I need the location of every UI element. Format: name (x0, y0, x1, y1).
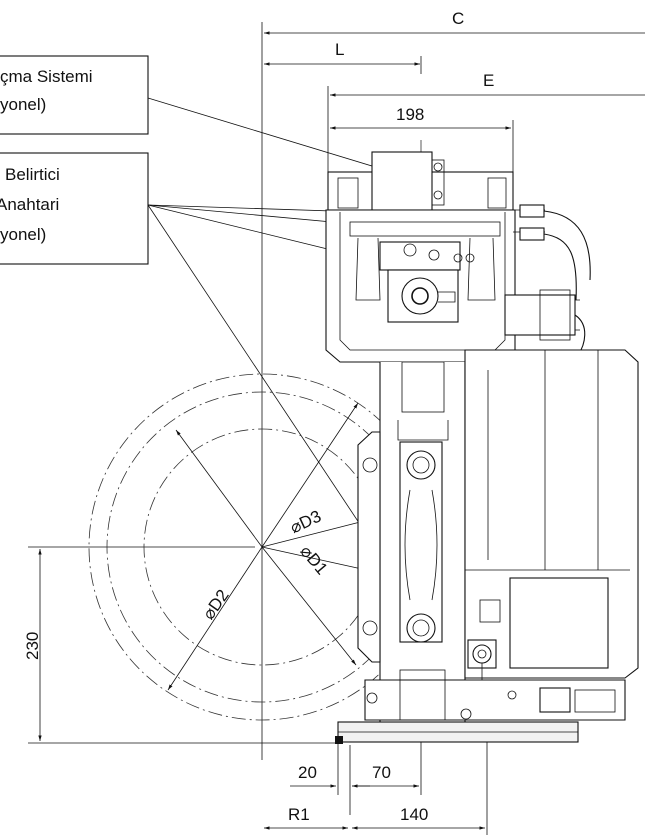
dimension-c: C (261, 9, 645, 760)
callout-box-indicator-switch: Belirtici Anahtari yonel) (0, 152, 149, 265)
dimension-r1-label: R1 (288, 805, 310, 824)
dimension-c-label: C (452, 9, 464, 28)
dimension-70: 70 (352, 742, 422, 795)
dimension-230: 230 (23, 546, 340, 744)
dimension-70-label: 70 (372, 763, 391, 782)
dimension-140: 140 (352, 742, 488, 835)
dimension-e-label: E (483, 71, 494, 90)
callout-box-release-system: çma Sistemi yonel) (0, 55, 149, 135)
dimension-20: 20 (290, 740, 370, 815)
dimension-e: E (327, 71, 645, 175)
dimension-140-label: 140 (400, 805, 428, 824)
dimension-l-label: L (335, 40, 344, 59)
callout-1-line-1: çma Sistemi (0, 67, 93, 86)
dimension-20-label: 20 (298, 763, 317, 782)
diameter-d1-label: ⌀D1 (296, 542, 331, 579)
callout-1-line-2: yonel) (0, 95, 46, 114)
callout-2-line-3: yonel) (0, 225, 46, 244)
callout-2-line-1: Belirtici (5, 165, 60, 184)
machine-body (325, 140, 639, 744)
dimension-r1: R1 (264, 805, 348, 830)
diameter-d2-label: ⌀D2 (199, 586, 233, 623)
dimension-l: L (264, 40, 422, 74)
dimension-230-label: 230 (23, 632, 42, 660)
callout-2-line-2: Anahtari (0, 195, 59, 214)
dimension-198-label: 198 (396, 105, 424, 124)
